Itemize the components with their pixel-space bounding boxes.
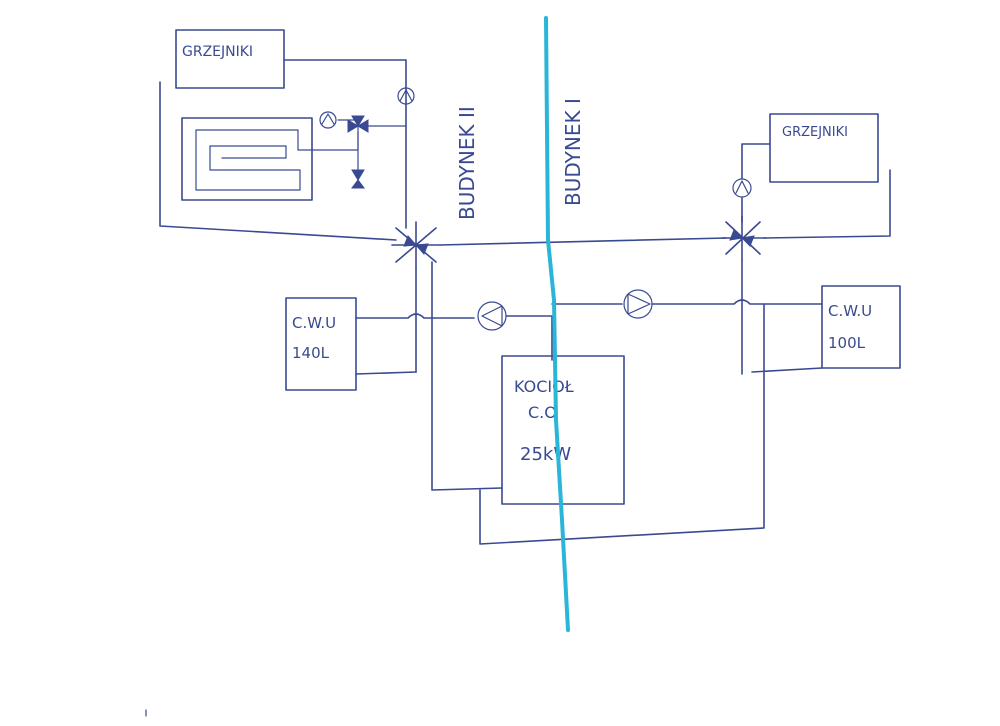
radiators-label-right: GRZEJNIKI — [782, 125, 848, 140]
four-way-valve-icon-building-1 — [721, 215, 767, 261]
dhw-left-return-pipe — [355, 371, 417, 375]
boiler-return-pipe-left — [415, 261, 503, 491]
dhw-tank-right-label-2: 100L — [828, 334, 866, 352]
underfloor-heating-loop — [181, 117, 313, 201]
dhw-tank-right-label-1: C.W.U — [828, 302, 872, 320]
pump-icon-dhw-left — [477, 301, 507, 331]
three-way-valve-icon-underfloor — [347, 115, 369, 133]
four-way-valve-icon-building-2 — [391, 221, 441, 269]
return-pipe-left-circuit — [159, 81, 397, 241]
pump-icon-building-2 — [397, 87, 415, 105]
dhw-tank-left-label-2: 140L — [292, 344, 330, 362]
dhw-left-supply-pipe — [355, 313, 475, 319]
supply-pipe-right-radiators — [741, 143, 771, 179]
boiler-label-line3: 25kW — [520, 444, 571, 465]
boiler-label-line2: C.O — [528, 403, 557, 422]
pump-icon-underfloor — [319, 111, 337, 129]
radiators-box-right — [769, 113, 879, 183]
radiators-label-left: GRZEJNIKI — [182, 44, 253, 60]
check-valve-icon-underfloor — [351, 169, 365, 189]
main-header-pipe — [439, 237, 727, 246]
boiler-label-line1: KOCIOŁ — [514, 377, 574, 396]
supply-pipe-left-radiators — [283, 59, 407, 229]
dhw-tank-left-label-1: C.W.U — [292, 314, 336, 332]
pump-icon-building-1 — [732, 178, 752, 198]
dhw-right-supply-pipe — [651, 299, 823, 305]
building-divider-line — [544, 16, 570, 632]
underfloor-supply-branch — [311, 125, 407, 151]
dhw-right-return-pipe — [751, 367, 823, 373]
pump-icon-dhw-right — [623, 289, 653, 319]
radiators-box-left — [175, 29, 285, 89]
dhw-left-pump-outlet — [505, 315, 553, 361]
header-pipe-right — [763, 169, 891, 239]
building-1-label: BUDYNEK I — [561, 98, 585, 206]
boiler-return-pipe-bottom — [479, 303, 765, 545]
dhw-tank-right-box — [821, 285, 901, 369]
building-2-label: BUDYNEK II — [455, 106, 479, 220]
dhw-tank-left-box — [285, 297, 357, 391]
